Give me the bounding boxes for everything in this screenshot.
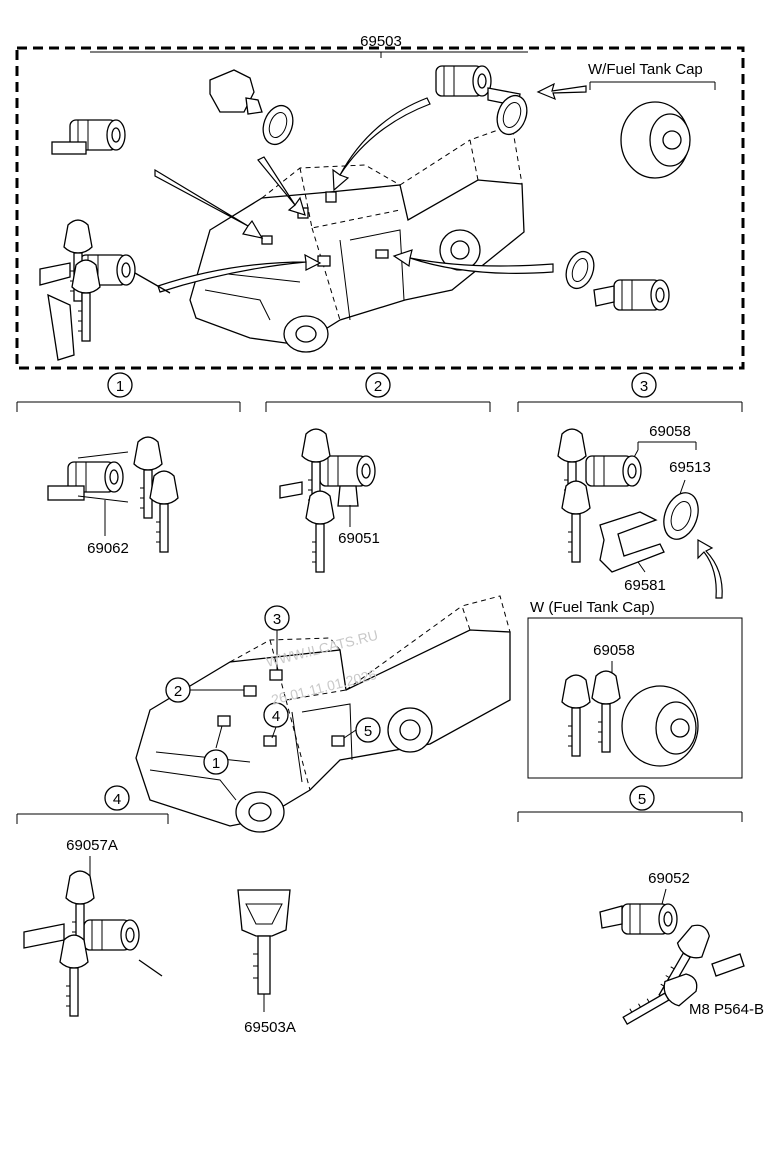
part-number-69058-a: 69058 (649, 423, 691, 440)
top-gasket-3 (565, 250, 595, 290)
truck-center-illustration: 1 2 3 4 5 (135, 595, 511, 833)
part-number-69058-b: 69058 (593, 642, 635, 659)
section-2: 2 69051 (265, 372, 491, 573)
arrow-to-truck-4 (157, 253, 322, 293)
door-lock-cylinder-69058 (557, 428, 642, 563)
ignition-lock-cylinder-69062 (47, 436, 179, 553)
watermark: WWW.ILCATS.RU 26.01.11.01.2026 (264, 627, 379, 708)
section-5: 5 69052 (517, 785, 745, 1034)
glovebox-lock-69051 (279, 428, 376, 573)
truck-callout-1: 1 (203, 725, 229, 775)
svg-text:1: 1 (212, 755, 220, 772)
arrow-to-truck-3 (332, 97, 431, 192)
section-4-marker: 4 (113, 791, 121, 808)
top-ignition-with-keys (39, 219, 171, 361)
part-number-69052: 69052 (648, 870, 690, 887)
svg-text:2: 2 (174, 683, 182, 700)
top-back-door-cylinder (593, 279, 670, 311)
part-number-69057A: 69057A (66, 837, 118, 854)
back-door-lock-69052 (599, 903, 745, 1034)
svg-text:4: 4 (272, 708, 280, 725)
fuel-tank-cap-box: W (Fuel Tank Cap) 69058 (527, 599, 743, 779)
top-gasket-1 (262, 104, 294, 146)
master-key-69503A: 69503A (237, 889, 296, 1036)
gasket-69513 (663, 492, 699, 540)
section-1: 1 69062 (16, 372, 241, 557)
part-number-69062: 69062 (87, 540, 129, 557)
arrow-fuel-cap (536, 82, 587, 101)
top-fuel-cap-option: W/Fuel Tank Cap (588, 61, 703, 78)
part-number-69581: 69581 (624, 577, 666, 594)
top-part-number: 69503 (360, 33, 402, 50)
arrow-to-truck-1 (154, 168, 264, 239)
fuel-tank-cap-lock (561, 670, 699, 767)
arrow-to-truck-2 (257, 156, 306, 216)
svg-text:26.01.11.01.2026: 26.01.11.01.2026 (270, 666, 379, 708)
svg-text:5: 5 (364, 723, 372, 740)
ignition-switch-69057A (23, 870, 163, 1017)
diagram-code: M8 P564-B (689, 1001, 764, 1018)
truck-callout-4: 4 (263, 702, 289, 739)
top-assembly: 69503 (15, 33, 745, 370)
truck-top-illustration (189, 124, 525, 353)
arrow-up-fuel-cap (697, 538, 723, 599)
arrow-to-truck-5 (392, 249, 554, 274)
section-5-marker: 5 (638, 791, 646, 808)
section-3: 3 69058 69513 69581 (517, 372, 743, 599)
retainer-69581 (599, 511, 665, 573)
section-4: 4 69057A (16, 785, 169, 1017)
truck-callout-5: 5 (343, 717, 381, 743)
part-number-69051: 69051 (338, 530, 380, 547)
truck-callout-3: 3 (264, 605, 290, 670)
section-1-marker: 1 (116, 378, 124, 395)
part-number-69503A: 69503A (244, 1019, 296, 1036)
section-3-marker: 3 (640, 378, 648, 395)
top-fuel-tank-cap (620, 101, 691, 179)
section-2-marker: 2 (374, 378, 382, 395)
top-ignition-cylinder (51, 119, 126, 155)
fuel-tank-cap-title: W (Fuel Tank Cap) (530, 599, 655, 616)
svg-text:3: 3 (273, 611, 281, 628)
svg-text:WWW.ILCATS.RU: WWW.ILCATS.RU (264, 627, 379, 670)
top-glovebox-lock (209, 69, 263, 115)
truck-callout-2: 2 (165, 677, 244, 703)
part-number-69513: 69513 (669, 459, 711, 476)
